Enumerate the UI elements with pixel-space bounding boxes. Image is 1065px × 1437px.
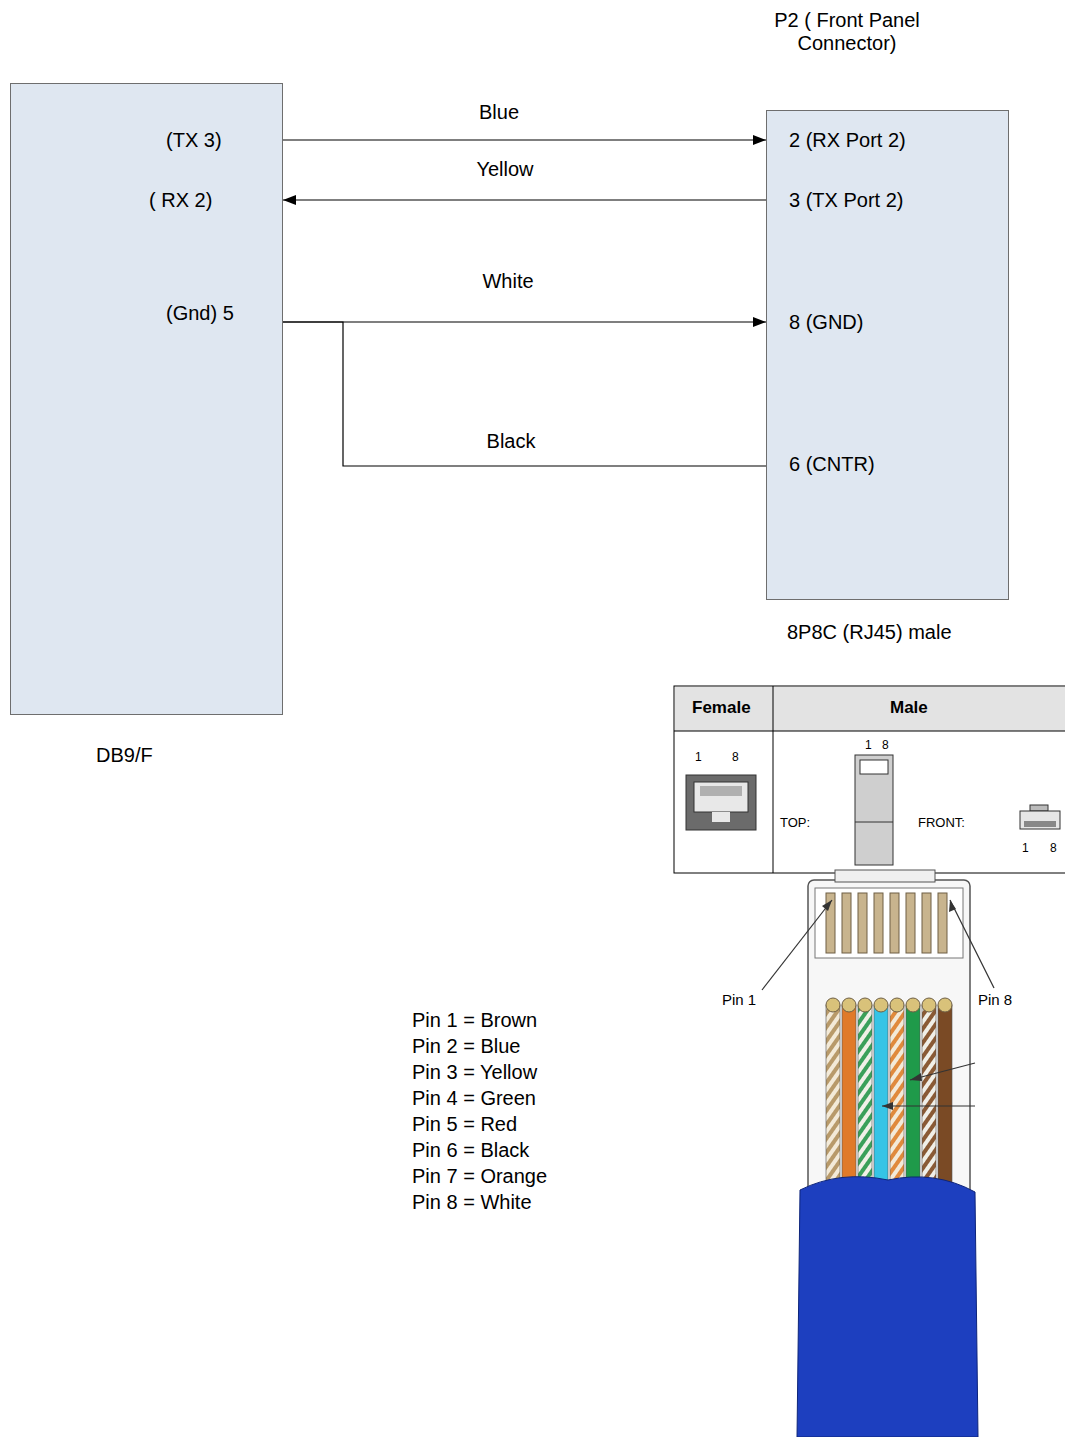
connector-caption: DB9/F	[96, 744, 153, 767]
connector-title: P2 ( Front Panel Connector)	[747, 9, 947, 55]
rj45-plug-drawing	[762, 870, 994, 1437]
pin-number: 8	[1050, 841, 1057, 856]
wire-color-label: White	[482, 270, 533, 293]
wire-color-label: Black	[487, 430, 536, 453]
connector-caption: 8P8C (RJ45) male	[787, 621, 952, 644]
pin-color-entry: Pin 7 = Orange	[412, 1164, 547, 1189]
connector-box: (TX 3)( RX 2)(Gnd) 5DB9/F	[10, 83, 283, 715]
pin-color-entry: Pin 8 = White	[412, 1190, 532, 1215]
wire-connector	[283, 322, 766, 466]
pin-callout: Pin 1	[722, 990, 756, 1009]
view-label: FRONT:	[918, 815, 965, 831]
pin-label: (TX 3)	[166, 129, 222, 152]
pin-label: 6 (CNTR)	[789, 453, 875, 476]
wire-connector	[283, 135, 766, 145]
pin-color-entry: Pin 4 = Green	[412, 1086, 536, 1111]
pin-color-entry: Pin 2 = Blue	[412, 1034, 520, 1059]
pin-label: ( RX 2)	[149, 189, 212, 212]
pin-number: 1	[695, 750, 702, 765]
pin-color-entry: Pin 1 = Brown	[412, 1008, 537, 1033]
wire-connector	[283, 195, 766, 205]
connector-box: P2 ( Front Panel Connector)2 (RX Port 2)…	[766, 110, 1009, 600]
table-header: Male	[890, 697, 928, 718]
pin-label: 8 (GND)	[789, 311, 863, 334]
pin-number: 8	[732, 750, 739, 765]
wire-color-label: Blue	[479, 101, 519, 124]
pinout-table	[674, 686, 1065, 873]
pin-number: 8	[882, 738, 889, 753]
pin-number: 1	[865, 738, 872, 753]
pin-callout: Pin 8	[978, 990, 1012, 1009]
pin-color-entry: Pin 6 = Black	[412, 1138, 529, 1163]
pin-label: (Gnd) 5	[166, 302, 234, 325]
pin-number: 1	[1022, 841, 1029, 856]
wire-color-label: Yellow	[476, 158, 533, 181]
pin-color-entry: Pin 3 = Yellow	[412, 1060, 537, 1085]
pin-label: 3 (TX Port 2)	[789, 189, 903, 212]
table-header: Female	[692, 697, 751, 718]
wire-connector	[283, 317, 766, 327]
view-label: TOP:	[780, 815, 810, 831]
pin-label: 2 (RX Port 2)	[789, 129, 906, 152]
pin-color-entry: Pin 5 = Red	[412, 1112, 517, 1137]
